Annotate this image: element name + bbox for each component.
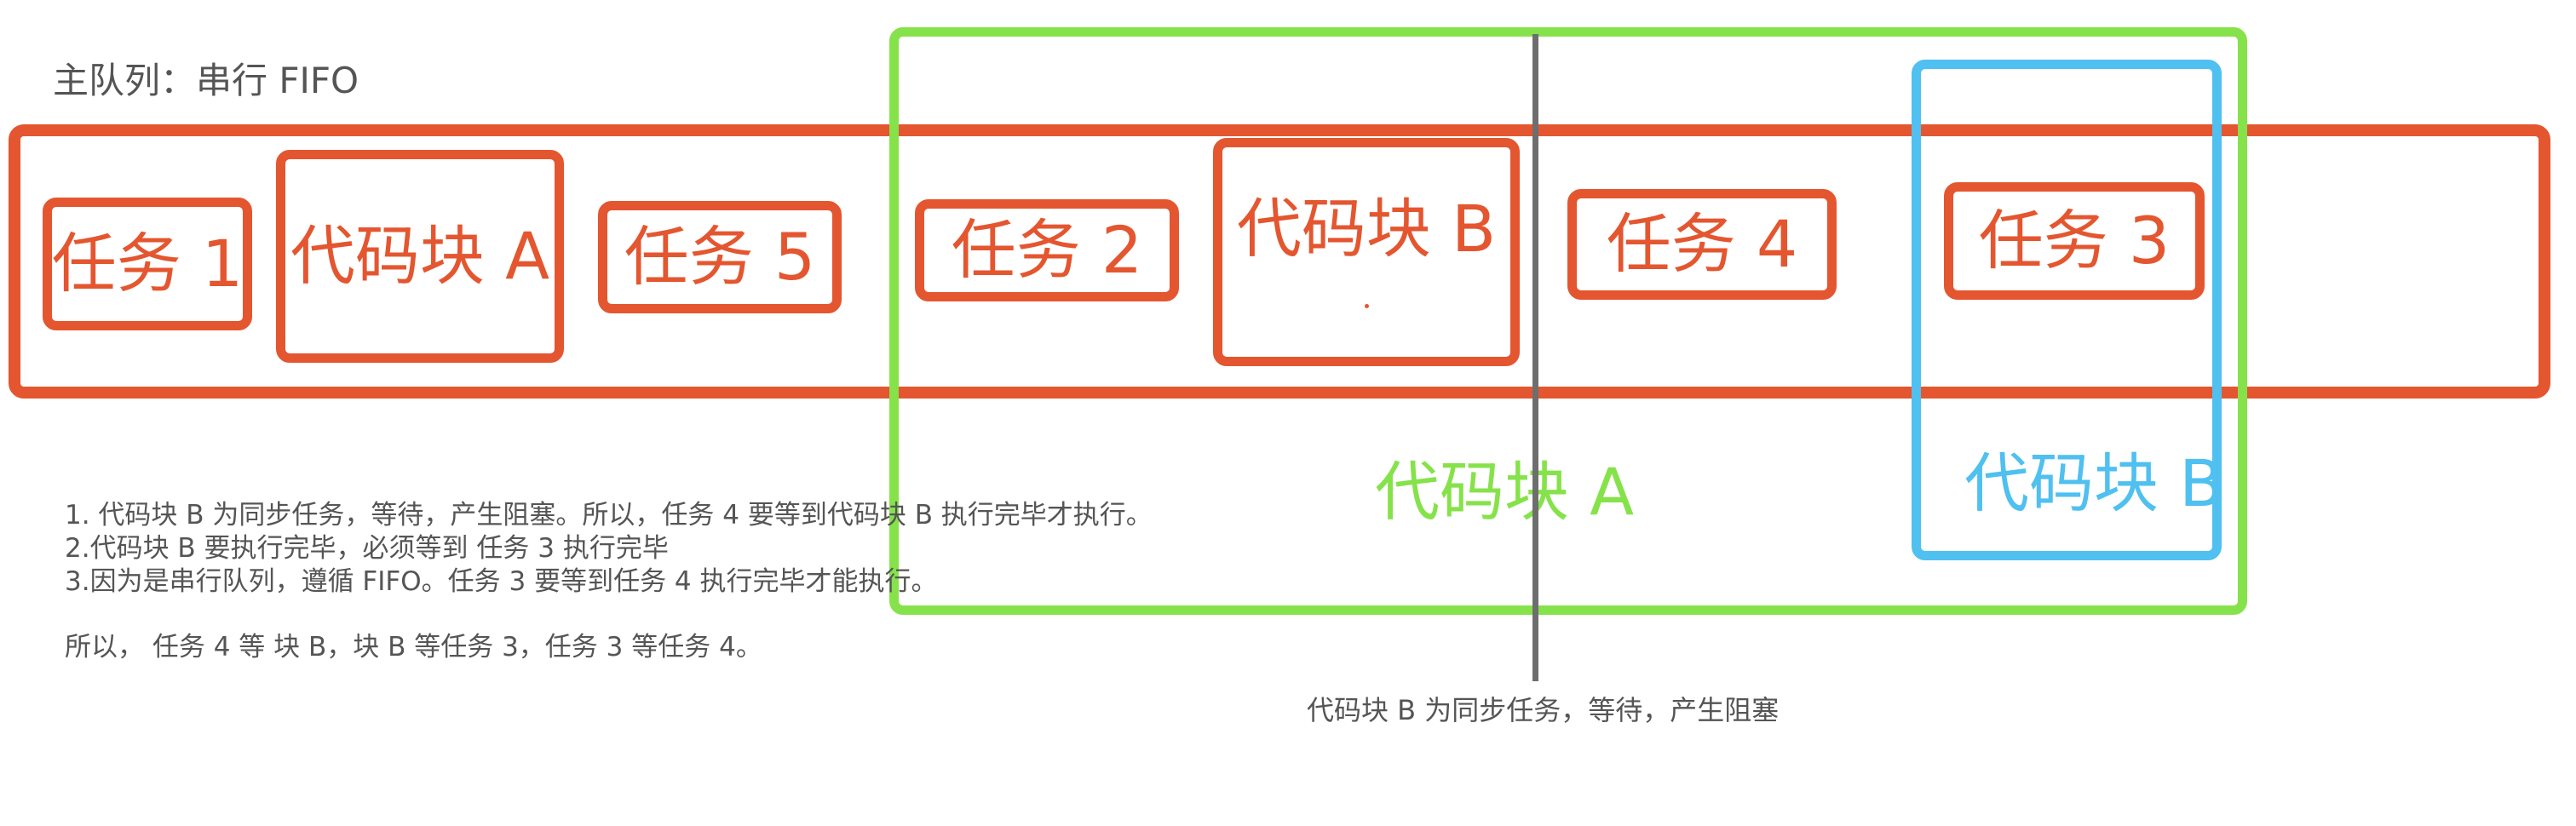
task-5-label: 任务 5 [624,219,816,295]
code-block-a-region-label: 代码块 A [1375,454,1635,530]
explanation-notes: 1. 代码块 B 为同步任务，等待，产生阻塞。所以，任务 4 要等到代码块 B … [65,499,1153,664]
code-block-b-box: 代码块 B [1213,138,1520,366]
queue-title: 主队列：串行 FIFO [53,60,359,101]
dot-mark [1364,303,1369,308]
note-line-3: 3.因为是串行队列，遵循 FIFO。任务 3 要等到任务 4 执行完毕才能执行。 [65,566,938,597]
task-2-label: 任务 2 [951,212,1143,288]
code-block-a-box: 代码块 A [276,150,564,363]
task-1-box: 任务 1 [43,198,252,330]
note-line-2: 2.代码块 B 要执行完毕，必须等到 任务 3 执行完毕 [65,533,669,564]
divider-caption: 代码块 B 为同步任务，等待，产生阻塞 [1307,694,1780,726]
note-line-1: 1. 代码块 B 为同步任务，等待，产生阻塞。所以，任务 4 要等到代码块 B … [65,500,1153,531]
code-block-a-label: 代码块 A [290,218,550,294]
task-2-box: 任务 2 [915,199,1179,301]
code-block-b-region-label: 代码块 B [1964,445,2224,521]
task-1-label: 任务 1 [51,226,244,301]
sync-divider-line [1532,34,1538,681]
code-block-a-region [889,27,2247,615]
code-block-b-region [1912,60,2222,560]
code-block-b-label: 代码块 B [1236,190,1497,267]
task-4-label: 任务 4 [1606,206,1798,282]
task-3-box: 任务 3 [1944,182,2205,300]
task-4-box: 任务 4 [1567,189,1837,300]
task-3-label: 任务 3 [1978,203,2171,278]
note-gap [65,599,1153,631]
task-5-box: 任务 5 [598,201,842,313]
note-conclusion: 所以， 任务 4 等 块 B，块 B 等任务 3，任务 3 等任务 4。 [65,632,762,663]
